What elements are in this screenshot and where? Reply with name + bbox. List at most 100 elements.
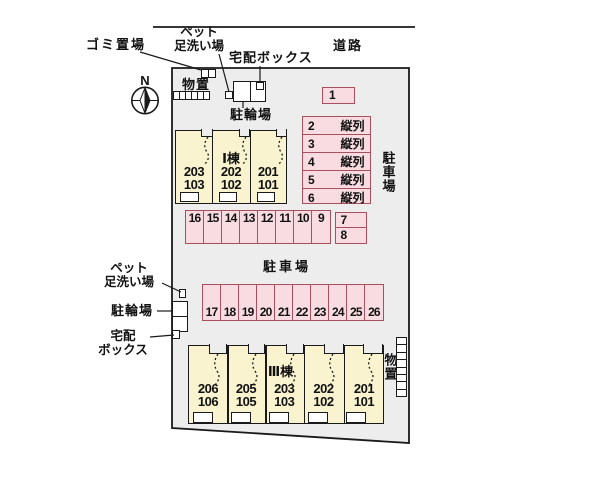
structure-divider (249, 82, 251, 101)
unit-label: 201 101 (250, 165, 286, 191)
tandem-label: 縦列 (340, 137, 365, 151)
room-lower: 101 (257, 177, 279, 192)
storage-structure-right (396, 337, 407, 398)
storage-label-right: 物置 (382, 353, 398, 381)
garbage-cell (207, 69, 216, 78)
delivery-box-structure-top (256, 82, 264, 90)
parking-stall-25: 25 (347, 284, 366, 320)
unit-label: 206 106 (189, 382, 227, 408)
parking-stall-18: 18 (221, 284, 240, 320)
pet-wash-label-left-line2: 足洗い場 (103, 274, 154, 289)
parking-stall-7: 7 (335, 213, 366, 228)
parking-stall-6: 6 縦列 (303, 189, 370, 206)
road-label: 道路 (333, 38, 364, 53)
stall-number: 6 (308, 190, 315, 205)
porch (346, 412, 366, 423)
pet-wash-structure-top (225, 91, 233, 99)
bottom-stall-row: 17 18 19 20 21 22 23 24 25 26 (202, 283, 384, 321)
storage-structure-top (173, 91, 210, 100)
tandem-label: 縦列 (340, 173, 365, 187)
tandem-label: 縦列 (340, 191, 365, 205)
stall-number: 2 (308, 118, 315, 133)
mid-stall-row: 16 15 14 13 12 11 10 9 (185, 210, 331, 244)
parking-stall-17: 17 (203, 284, 222, 320)
entrance-notch (247, 344, 265, 354)
room-lower: 103 (183, 177, 205, 192)
parking-stall-8: 8 (340, 228, 348, 243)
parking-stall-23: 23 (311, 284, 330, 320)
unit-label: 203 103 (176, 165, 212, 191)
porch (231, 412, 251, 423)
unit-label: 205 105 (227, 382, 265, 408)
porch (307, 412, 328, 423)
pet-wash-label-left: ペット 足洗い場 (96, 261, 162, 289)
delivery-box-structure-left (172, 330, 180, 339)
parking-stall-3: 3 縦列 (303, 135, 370, 153)
parking-lot-label-right: 駐車場 (380, 151, 396, 193)
pet-wash-label-top-line2: 足洗い場 (173, 38, 224, 53)
tandem-label: 縦列 (340, 119, 365, 133)
entrance-notch (275, 129, 287, 138)
room-lower: 102 (220, 177, 242, 192)
porch (257, 192, 275, 202)
parking-stall-14: 14 (222, 211, 241, 243)
stall-number: 3 (308, 136, 315, 151)
delivery-box-label-left-line1: 宅配 (110, 329, 136, 343)
storage-label-top: 物置 (182, 77, 211, 92)
parking-stall-16: 16 (186, 211, 205, 243)
stall-7-8-block: 7 8 (334, 211, 367, 244)
parking-stall-12: 12 (258, 211, 277, 243)
porch (269, 412, 289, 423)
building-3: Ⅲ棟 206 106 205 105 203 103 202 102 201 1… (188, 344, 385, 424)
room-lower: 106 (197, 394, 219, 409)
parking-stall-11: 11 (276, 211, 295, 243)
parking-stall-13: 13 (240, 211, 259, 243)
structure-divider (173, 316, 187, 318)
storage-cell (396, 388, 407, 398)
stall-number: 5 (308, 172, 315, 187)
entrance-notch (286, 344, 304, 354)
porch (180, 192, 199, 202)
unit-label: 203 103 (265, 382, 304, 408)
bicycle-parking-structure-left (172, 301, 188, 332)
parking-stall-24: 24 (329, 284, 348, 320)
tandem-label: 縦列 (340, 155, 365, 169)
storage-cell (202, 91, 210, 100)
parking-stall-20: 20 (257, 284, 276, 320)
porch (192, 412, 213, 423)
parking-stall-4: 4 縦列 (303, 153, 370, 171)
parking-stall-26: 26 (368, 304, 381, 319)
tandem-stall-block: 2 縦列 3 縦列 4 縦列 5 縦列 6 縦列 (302, 116, 371, 206)
room-lower: 103 (274, 394, 295, 409)
bicycle-parking-label-left: 駐輪場 (111, 303, 154, 318)
entrance-notch (324, 344, 344, 354)
garbage-area-label: ゴミ置場 (86, 37, 147, 52)
delivery-box-label-left-line2: ボックス (98, 342, 148, 357)
parking-stall-10: 10 (294, 211, 313, 243)
parking-stall-15: 15 (204, 211, 223, 243)
room-lower: 105 (235, 394, 257, 409)
pet-wash-structure-left (179, 289, 186, 298)
parking-stall-21: 21 (275, 284, 294, 320)
entrance-notch (201, 129, 213, 138)
compass-north-label: N (140, 73, 150, 88)
building-1: Ⅰ棟 203 103 202 102 201 101 (175, 129, 287, 204)
parking-stall-1: 1 (322, 86, 355, 104)
room-lower: 101 (353, 394, 375, 409)
pet-wash-top-leader-line (218, 53, 230, 93)
garbage-area-structure (201, 69, 216, 78)
parking-stall-5: 5 縦列 (303, 171, 370, 189)
compass-icon (131, 86, 160, 115)
parking-stall-19: 19 (239, 284, 258, 320)
entrance-notch (209, 344, 227, 354)
room-lower: 102 (313, 394, 334, 409)
delivery-box-label-left: 宅配 ボックス (95, 329, 151, 357)
building-3-name: Ⅲ棟 (267, 364, 294, 379)
pet-wash-label-top-line1: ペット (180, 25, 218, 39)
garbage-leader-line (139, 51, 202, 71)
unit-label: 201 101 (344, 382, 385, 408)
bicycle-parking-label-top: 駐輪場 (230, 107, 273, 122)
parking-stall-9: 9 (318, 211, 325, 225)
pet-wash-label-top: ペット 足洗い場 (167, 25, 231, 53)
